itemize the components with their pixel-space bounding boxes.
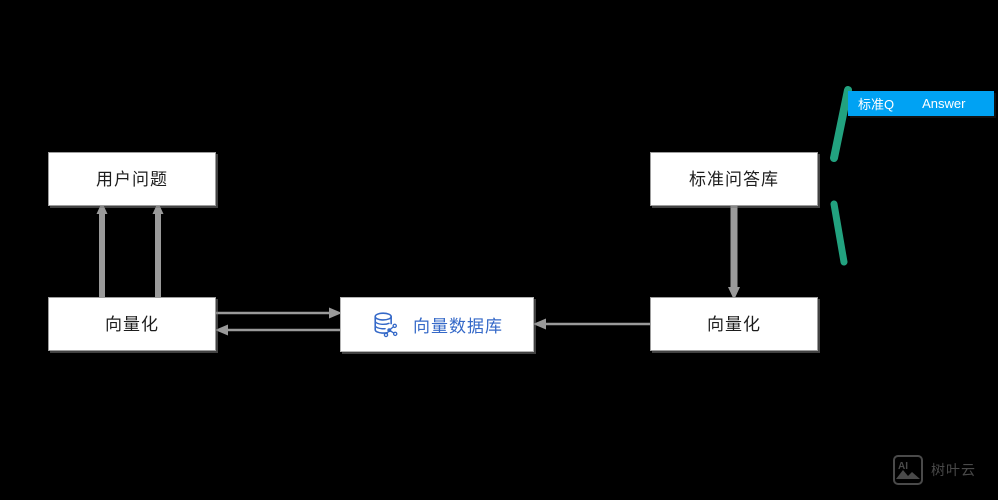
node-vectorize-left-label: 向量化 xyxy=(105,314,159,334)
node-vectorize-right[interactable]: 向量化 xyxy=(650,297,818,351)
watermark-text: 树叶云 xyxy=(931,462,976,478)
svg-text:AI: AI xyxy=(898,461,908,472)
ai-image-icon: AI xyxy=(893,455,923,485)
node-vector-database[interactable]: 向量数据库 xyxy=(340,297,534,352)
node-qa-library[interactable]: 标准问答库 xyxy=(650,152,818,206)
watermark: AI 树叶云 xyxy=(893,455,976,485)
connector-vector-db-to-vectorize-left xyxy=(214,323,344,337)
node-vector-database-label: 向量数据库 xyxy=(413,317,503,336)
answer-chip[interactable]: 标准Q Answer xyxy=(848,91,994,116)
answer-chip-question-label: 标准Q xyxy=(858,97,895,112)
node-qa-library-label: 标准问答库 xyxy=(689,169,779,189)
connector-vectorize-right-to-vector-db xyxy=(532,317,652,331)
node-vectorize-left[interactable]: 向量化 xyxy=(48,297,216,351)
connector-user-question-to-vectorize-left-a xyxy=(94,200,110,300)
node-user-question[interactable]: 用户问题 xyxy=(48,152,216,206)
node-vectorize-right-label: 向量化 xyxy=(707,314,761,334)
connector-user-question-to-vectorize-left-b xyxy=(150,200,166,300)
node-user-question-label: 用户问题 xyxy=(96,169,168,189)
connector-qa-library-to-vectorize-right xyxy=(726,203,742,301)
answer-chip-answer-label: Answer xyxy=(922,96,966,111)
connector-vectorize-left-to-vector-db xyxy=(214,306,344,320)
qa-library-brace xyxy=(820,86,860,266)
database-network-icon xyxy=(371,310,401,340)
